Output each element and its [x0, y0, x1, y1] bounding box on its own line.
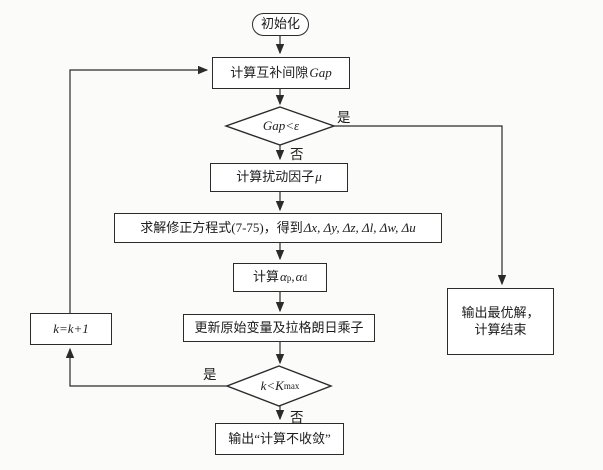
- gap-no-label: 否: [290, 147, 304, 162]
- edge-increment-to-gap: [69, 65, 209, 313]
- node-increment-k: k=k+1: [30, 313, 112, 345]
- gap-yes-label: 是: [337, 110, 351, 125]
- iter-no-label: 否: [290, 410, 304, 425]
- solve-equations-math: Δx, Δy, Δz, Δl, Δw, Δu: [303, 219, 416, 235]
- gap-decision-diamond: [223, 106, 337, 146]
- node-update-variables: 更新原始变量及拉格朗日乘子: [183, 314, 375, 342]
- node-output-optimal: 输出最优解， 计算结束: [447, 288, 554, 355]
- compute-gap-label: 计算互补间隙: [230, 64, 309, 80]
- iter-yes-label: 是: [203, 367, 217, 382]
- edge-decision1-yes-to-optimal: [333, 125, 507, 286]
- compute-mu-label: 计算扰动因子: [236, 169, 315, 185]
- compute-mu-math: μ: [315, 169, 322, 185]
- alpha-comma: ,: [291, 269, 295, 285]
- node-output-no-convergence: 输出“计算不收敛”: [215, 423, 344, 455]
- output-no-convergence-label: 输出“计算不收敛”: [228, 430, 331, 446]
- start-label: 初始化: [260, 16, 300, 32]
- update-variables-label: 更新原始变量及拉格朗日乘子: [194, 319, 364, 335]
- output-optimal-line2: 计算结束: [474, 321, 527, 337]
- iter-decision-diamond: [225, 365, 333, 407]
- compute-alpha-label: 计算: [253, 269, 280, 285]
- output-optimal-line1: 输出最优解，: [461, 305, 540, 321]
- alpha-p-symbol: α: [280, 269, 287, 285]
- gap-decision-text: Gap<ε: [236, 113, 326, 139]
- iter-decision-math: k<K: [260, 378, 284, 393]
- increment-k-math: k=k+1: [53, 320, 89, 336]
- node-start: 初始化: [252, 13, 309, 36]
- solve-equations-label: 求解修正方程式(7-75)，得到: [140, 219, 303, 235]
- compute-gap-math: Gap: [309, 64, 332, 80]
- gap-decision-math: Gap<ε: [262, 118, 300, 133]
- alpha-d-symbol: α: [295, 269, 303, 285]
- edge-decision2-yes-to-increment: [65, 347, 228, 387]
